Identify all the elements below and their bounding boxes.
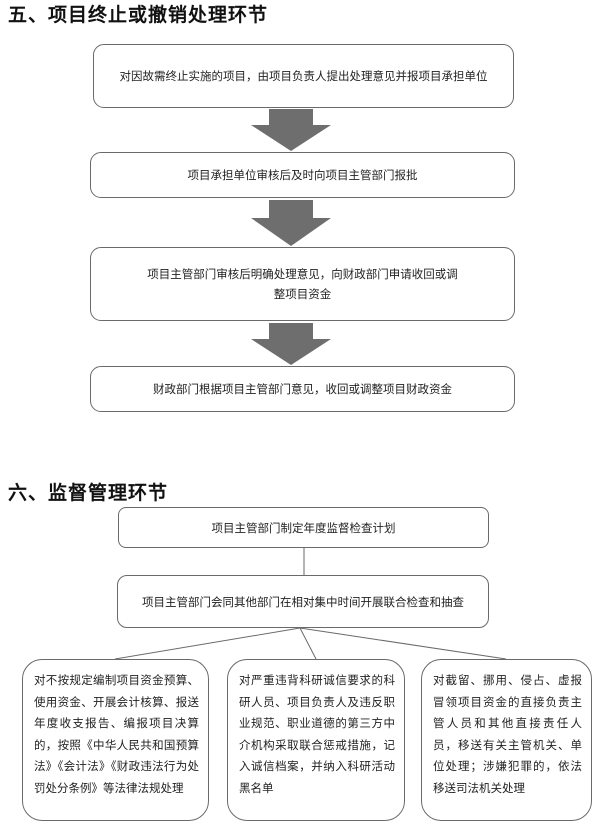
step-text-3: 项目主管部门审核后明确处理意见，向财政部门申请收回或调整项目资金 (147, 267, 458, 301)
down-arrow-icon (251, 323, 331, 365)
step-box-2: 项目承担单位审核后及时向项目主管部门报批 (90, 152, 515, 198)
outcome-text-1: 对不按规定编制项目资金预算、使用资金、开展会计核算、报送年度收支报告、编报项目决… (34, 673, 199, 795)
joint-check-box: 项目主管部门会同其他部门在相对集中时间开展联合检查和抽查 (117, 575, 489, 628)
down-arrow-icon (251, 109, 331, 151)
outcome-text-2: 对严重违背科研诚信要求的科研人员、项目负责人及违反职业规范、职业道德的第三方中介… (239, 673, 395, 795)
outcome-text-3: 对截留、挪用、侵占、虚报冒领项目资金的直接负责主管人员和其他直接责任人员，移送有… (433, 673, 582, 795)
outcome-box-2: 对严重违背科研诚信要求的科研人员、项目负责人及违反职业规范、职业道德的第三方中介… (227, 659, 405, 821)
section-5-heading: 五、项目终止或撤销处理环节 (8, 4, 269, 26)
joint-check-text: 项目主管部门会同其他部门在相对集中时间开展联合检查和抽查 (142, 594, 464, 609)
step-box-4: 财政部门根据项目主管部门意见，收回或调整项目财政资金 (90, 366, 515, 412)
step-text-1: 对因故需终止实施的项目，由项目负责人提出处理意见并报项目承担单位 (119, 69, 488, 83)
outcome-box-1: 对不按规定编制项目资金预算、使用资金、开展会计核算、报送年度收支报告、编报项目决… (22, 659, 209, 821)
section-6-heading: 六、监督管理环节 (8, 482, 169, 504)
step-box-3: 项目主管部门审核后明确处理意见，向财政部门申请收回或调整项目资金 (90, 247, 515, 321)
down-arrow-icon (251, 200, 331, 246)
plan-box: 项目主管部门制定年度监督检查计划 (118, 507, 489, 548)
outcome-box-3: 对截留、挪用、侵占、虚报冒领项目资金的直接负责主管人员和其他直接责任人员，移送有… (421, 659, 592, 821)
step-text-4: 财政部门根据项目主管部门意见，收回或调整项目财政资金 (153, 382, 452, 396)
step-box-1: 对因故需终止实施的项目，由项目负责人提出处理意见并报项目承担单位 (93, 44, 514, 108)
plan-text: 项目主管部门制定年度监督检查计划 (211, 520, 396, 535)
step-text-2: 项目承担单位审核后及时向项目主管部门报批 (187, 168, 418, 182)
